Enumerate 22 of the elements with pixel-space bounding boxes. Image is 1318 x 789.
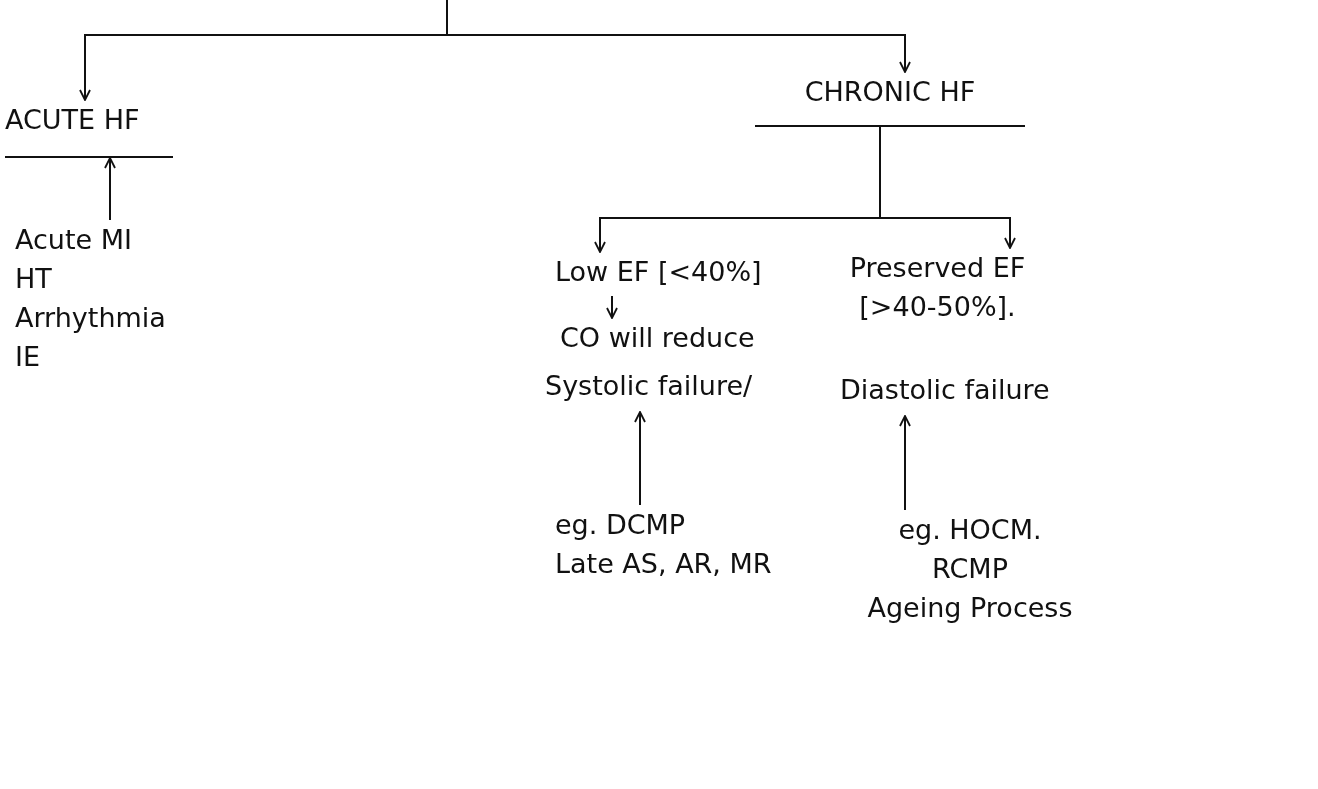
text-line: eg. HOCM.	[897, 513, 1043, 547]
arrow	[879, 126, 1016, 249]
text-line: ACUTE HF	[5, 103, 141, 137]
text-line: CHRONIC HF	[803, 75, 977, 109]
arrow	[606, 295, 618, 319]
text-line: Preserved EF [>40-50%].	[848, 251, 1027, 325]
text-line: eg. DCMP	[555, 508, 687, 542]
text-line: Arrhythmia	[15, 301, 167, 336]
arrow	[446, 0, 911, 73]
text-line: HT	[15, 262, 53, 297]
text-line: Late AS, AR, MR	[555, 547, 773, 582]
text-line: CO will reduce	[560, 321, 756, 355]
text-line: Systolic failure/	[545, 369, 754, 403]
text-line: IE	[15, 340, 42, 375]
text-line: Low EF [<40%]	[555, 255, 763, 289]
arrow	[104, 157, 116, 221]
text-line: RCMP	[931, 552, 1009, 587]
text-line: Acute MI	[15, 223, 133, 257]
arrow	[634, 411, 646, 506]
text-line: Ageing Process	[866, 591, 1074, 626]
text-line: Diastolic failure	[840, 373, 1051, 407]
arrow	[899, 415, 911, 511]
